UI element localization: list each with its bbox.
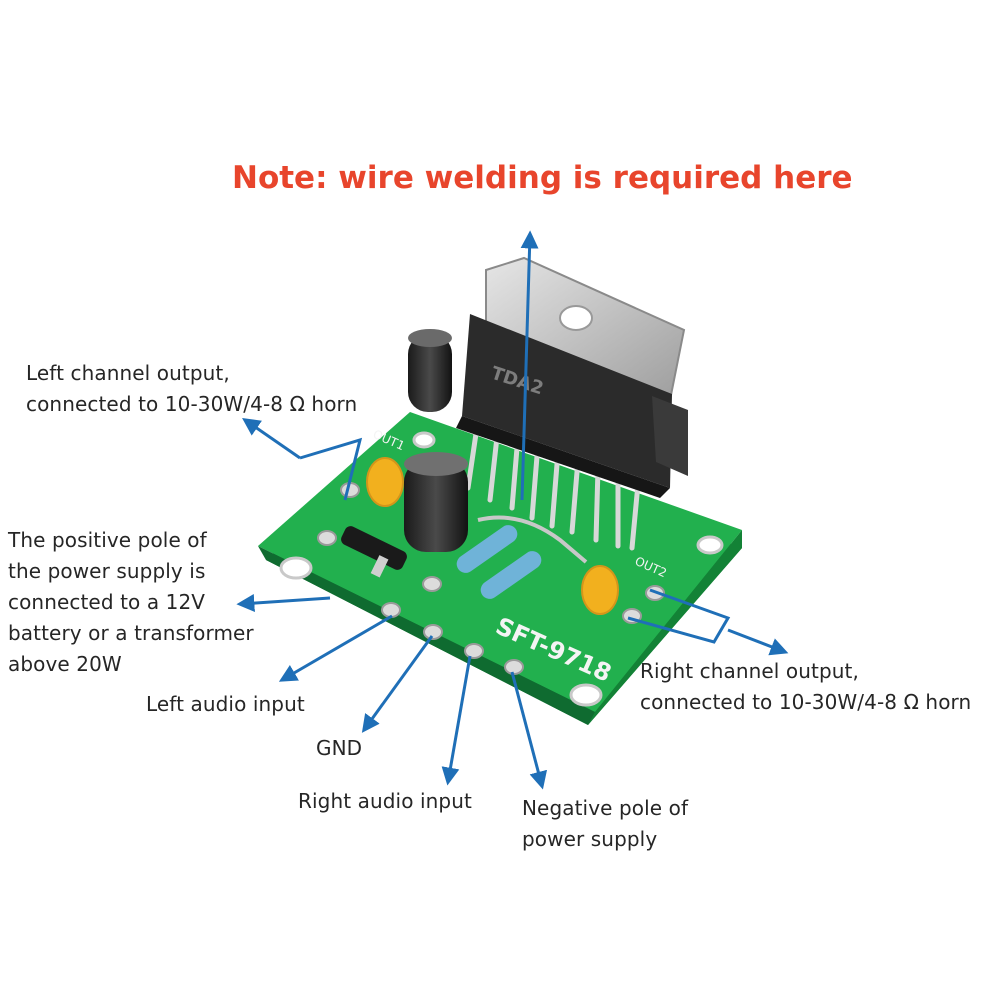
gnd-text: GND (316, 736, 363, 760)
left-output-line-1: Left channel output, (26, 361, 230, 385)
bracket-right-output (627, 588, 731, 644)
arrow-left-output (242, 417, 301, 460)
positive-pole-line-2: the power supply is (8, 559, 206, 583)
gnd-label: GND (316, 733, 362, 764)
left-audio-text: Left audio input (146, 692, 305, 716)
right-audio-label: Right audio input (298, 786, 472, 817)
positive-pole-line-5: above 20W (8, 652, 122, 676)
left-audio-label: Left audio input (146, 689, 305, 720)
right-output-label: Right channel output, connected to 10-30… (640, 656, 971, 718)
positive-pole-line-4: battery or a transformer (8, 621, 254, 645)
right-audio-text: Right audio input (298, 789, 472, 813)
arrow-positive-pole (236, 594, 331, 613)
negative-pole-line-1: Negative pole of (522, 796, 689, 820)
left-output-line-2: connected to 10-30W/4-8 Ω horn (26, 392, 358, 416)
callout-arrows (236, 230, 789, 790)
arrow-left-audio (278, 614, 393, 682)
positive-pole-line-1: The positive pole of (8, 528, 207, 552)
arrow-negative-pole (510, 671, 548, 790)
bracket-left-output (299, 437, 363, 501)
left-output-label: Left channel output, connected to 10-30W… (26, 358, 357, 420)
positive-pole-line-3: connected to a 12V (8, 590, 206, 614)
positive-pole-label: The positive pole of the power supply is… (8, 525, 254, 680)
arrow-right-output (727, 628, 789, 656)
right-output-line-2: connected to 10-30W/4-8 Ω horn (640, 690, 972, 714)
arrow-gnd (361, 635, 434, 733)
negative-pole-label: Negative pole of power supply (522, 793, 688, 855)
weld-wire (477, 515, 588, 564)
negative-pole-line-2: power supply (522, 827, 658, 851)
resistors (341, 525, 542, 599)
arrow-weld (520, 230, 539, 501)
right-output-line-1: Right channel output, (640, 659, 859, 683)
amplifier-chip: TDA2 (456, 256, 688, 498)
note-title: Note: wire welding is required here (232, 160, 853, 196)
arrow-right-audio (441, 655, 472, 786)
capacitors (366, 329, 619, 615)
